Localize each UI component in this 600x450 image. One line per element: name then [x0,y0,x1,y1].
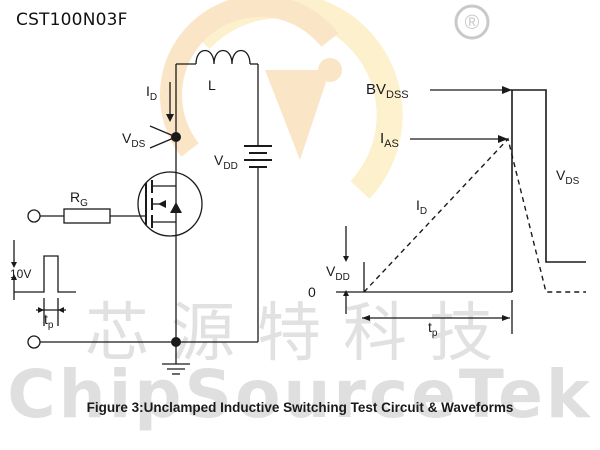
resistor-rg [63,208,111,224]
id-arrow-head [166,114,174,122]
tp-arrow-right [502,315,510,321]
inductor-coil [195,49,251,65]
part-number: CST100N03F [16,10,128,30]
mosfet-body [137,171,203,237]
pulse-arrow-down [11,274,17,280]
label-pulse-level: 10V [10,267,31,281]
mosfet-arrow [158,200,166,208]
label-tp-waveform: tp [428,319,438,339]
gate-pulse [14,255,76,293]
label-id-waveform: ID [416,197,427,217]
pulse-arrow-up [11,262,17,268]
label-rg: RG [70,189,88,209]
label-ias: IAS [380,130,399,150]
registered-icon: ® [454,4,490,40]
label-id-circuit: ID [146,83,157,103]
input-terminal-top [27,209,41,223]
vds-waveform [511,89,586,292]
label-zero: 0 [308,284,316,300]
label-tp-circuit: tp [44,311,54,331]
label-inductor: L [208,77,216,93]
id-waveform [363,137,586,293]
node-ground [171,337,181,347]
vdd-arrow-down [343,256,349,262]
ias-arrow [498,135,508,143]
input-terminal-bottom [27,335,41,349]
body-diode [170,202,182,213]
label-vds-circuit: VDS [122,130,146,150]
label-vds-waveform: VDS [556,167,580,187]
node-drain [171,132,181,142]
label-vdd-waveform: VDD [326,263,350,283]
label-bvdss: BVDSS [366,81,409,101]
tp-arrow-left [362,315,370,321]
figure-caption: Figure 3:Unclamped Inductive Switching T… [86,400,514,415]
vdd-arrow-up [343,290,349,296]
bvdss-arrow [502,86,512,94]
label-vdd-circuit: VDD [214,152,238,172]
pulse-tp-arrow-right [58,307,64,313]
pulse-tp-arrow-left [38,307,44,313]
watermark-chinese: 芯源特科技 [85,297,515,371]
watermark-english: ChipSourceTek [7,356,593,433]
registered-symbol: ® [465,12,480,34]
